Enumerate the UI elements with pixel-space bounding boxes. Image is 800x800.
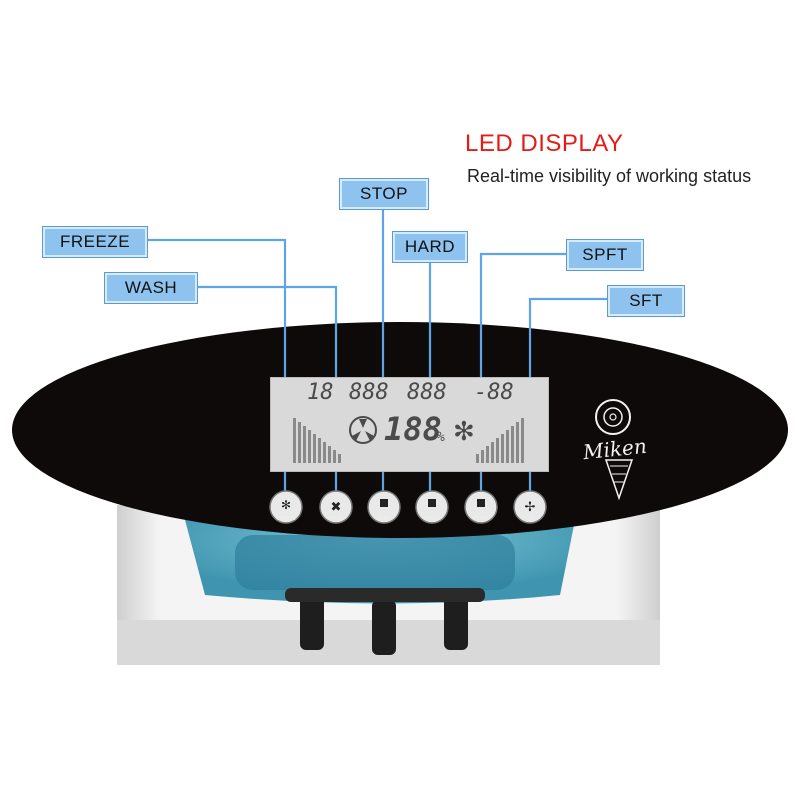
lcd-level-bars: ✻ bbox=[293, 416, 524, 463]
fan-icon: ✢ bbox=[525, 499, 536, 514]
nozzle-left bbox=[300, 595, 324, 650]
nozzle-right bbox=[444, 595, 468, 650]
hard-icon bbox=[428, 499, 436, 507]
lcd-readout-4: -88 bbox=[474, 380, 514, 405]
dispense-panel-dark bbox=[235, 535, 515, 590]
soft-icon bbox=[477, 499, 485, 507]
stop-button-label: STOP bbox=[377, 516, 391, 522]
led-display-description: Real-time visibility of working status bbox=[467, 166, 752, 186]
wash-cross-icon: ✖ bbox=[331, 499, 342, 514]
freeze-button[interactable] bbox=[269, 490, 303, 524]
set-button[interactable] bbox=[513, 490, 547, 524]
soft-button-label: SOFT bbox=[474, 516, 488, 522]
spft-callout: SPFT bbox=[566, 239, 644, 271]
nozzle-bar bbox=[285, 588, 485, 602]
led-display-title: LED DISPLAY bbox=[465, 130, 624, 157]
lcd-percent: % bbox=[437, 430, 445, 445]
lcd-main-readout: 188 bbox=[384, 410, 442, 448]
freeze-callout: FREEZE bbox=[42, 226, 148, 258]
lcd-snowflake-icon: ✻ bbox=[453, 416, 475, 446]
wash-button-label: WASH bbox=[328, 516, 344, 522]
miken-logo bbox=[595, 399, 634, 501]
nozzle-middle bbox=[372, 600, 396, 655]
lcd-fan-icon bbox=[349, 416, 377, 444]
wash-callout: WASH bbox=[104, 272, 198, 304]
lcd-screen: 18 888 888 -88 188 % ✻ bbox=[270, 377, 549, 472]
lcd-temp-readout: 18 bbox=[307, 380, 334, 405]
stop-square-icon bbox=[380, 499, 388, 507]
freeze-button-label: FREEZE bbox=[276, 516, 296, 522]
stop-callout: STOP bbox=[339, 178, 429, 210]
snowflake-icon: ✻ bbox=[281, 498, 291, 512]
lcd-readout-3: 888 bbox=[407, 380, 447, 405]
sft-callout: SFT bbox=[607, 285, 685, 317]
wash-button[interactable] bbox=[319, 490, 353, 524]
hard-callout: HARD bbox=[392, 231, 468, 263]
set-button-label: SET bbox=[525, 516, 535, 522]
button-row: ✻ ✖ ✢ bbox=[269, 490, 547, 524]
lcd-readout-2: 888 bbox=[349, 380, 389, 405]
hard-button-label: HARD bbox=[424, 516, 440, 522]
